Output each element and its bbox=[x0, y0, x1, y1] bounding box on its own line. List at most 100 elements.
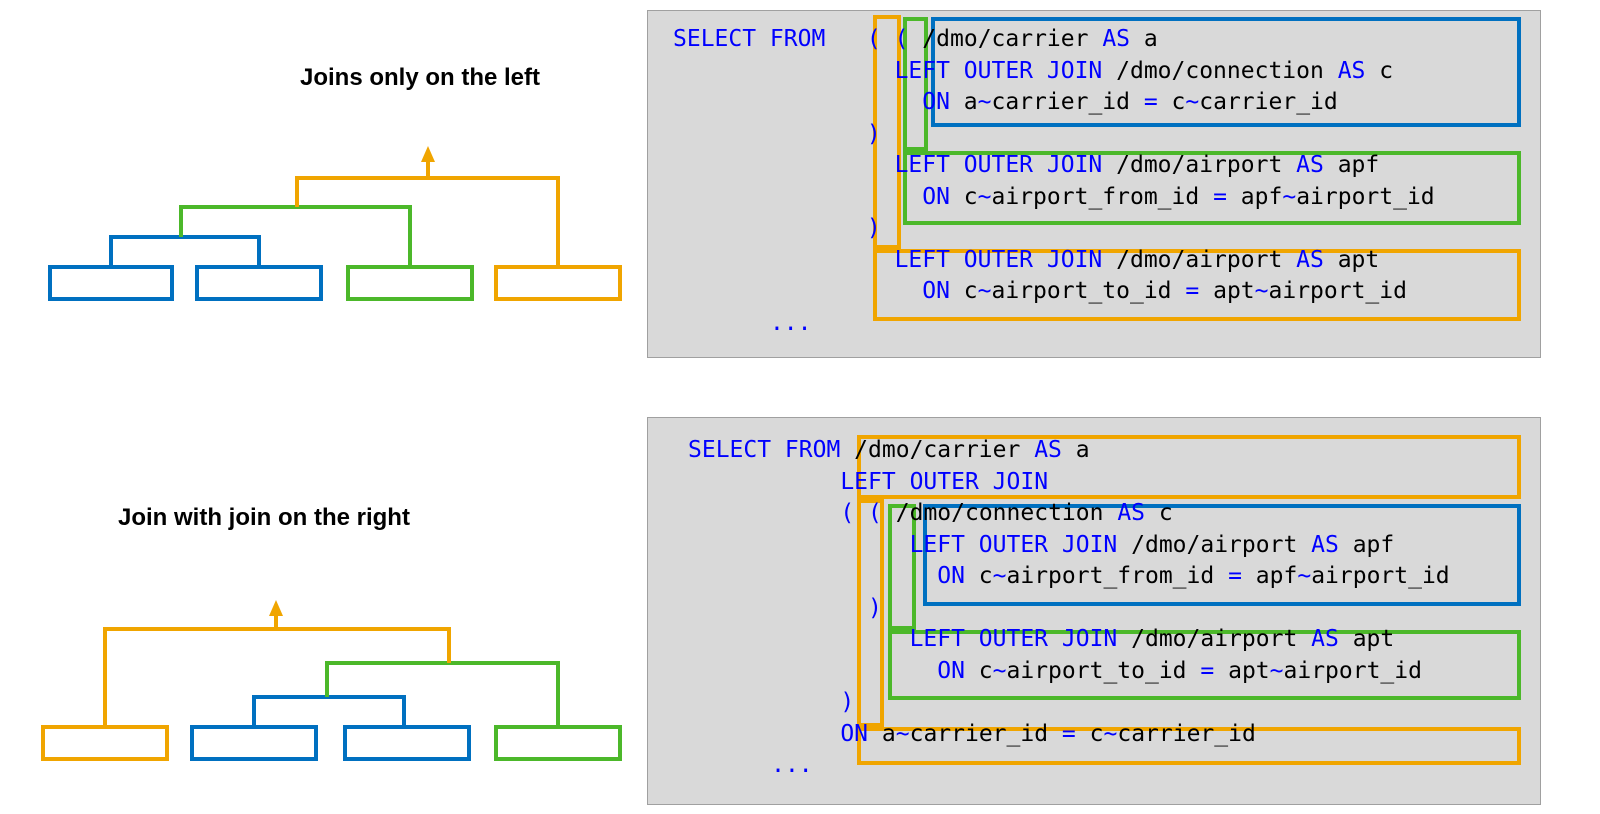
code-text bbox=[673, 121, 867, 147]
bracket-inner-green bbox=[903, 17, 928, 151]
code-text: airport_id bbox=[1296, 183, 1435, 210]
code-keyword: ) bbox=[866, 120, 881, 147]
code-operator: = bbox=[1185, 278, 1200, 304]
code-text bbox=[825, 26, 867, 52]
code-operator: = bbox=[1200, 657, 1215, 684]
tree-join-orange bbox=[295, 176, 560, 267]
code-text: apf bbox=[1226, 183, 1283, 210]
code-line: ON c~airport_to_id = apt~airport_id bbox=[673, 276, 1435, 308]
code-text: /dmo/carrier bbox=[908, 26, 1103, 52]
code-keyword: ... bbox=[771, 752, 813, 778]
tree-leaf-carrier bbox=[48, 265, 174, 301]
code-text: apf bbox=[1241, 563, 1298, 589]
code-text bbox=[688, 595, 868, 621]
code-operator: ~ bbox=[1297, 563, 1312, 589]
code-line: ) bbox=[673, 213, 1435, 245]
code-text: c bbox=[1157, 89, 1186, 115]
code-text: c bbox=[1145, 500, 1173, 526]
tree-leaf-airport-to bbox=[494, 725, 622, 761]
code-keyword: AS bbox=[1102, 26, 1131, 52]
code-text bbox=[688, 626, 910, 652]
code-text: c bbox=[964, 657, 993, 684]
tree-leaf-connection bbox=[195, 265, 323, 301]
code-text: c bbox=[964, 563, 993, 589]
code-line: LEFT OUTER JOIN /dmo/airport AS apf bbox=[673, 150, 1435, 182]
code-text: apt bbox=[1199, 278, 1255, 304]
code-keyword: ) bbox=[840, 689, 855, 715]
code-text: a bbox=[949, 89, 978, 115]
code-operator: = bbox=[1061, 720, 1076, 747]
code-text: airport_to_id bbox=[1006, 657, 1201, 684]
code-text: c bbox=[1075, 720, 1104, 747]
code-operator: ~ bbox=[895, 720, 910, 747]
code-text: apt bbox=[1214, 657, 1270, 684]
code-line: ON c~airport_to_id = apt~airport_id bbox=[688, 656, 1450, 688]
join-box-carrier-connection bbox=[931, 17, 1521, 127]
code-text: airport_from_id bbox=[991, 183, 1214, 210]
code-operator: ~ bbox=[1185, 89, 1200, 115]
code-text bbox=[673, 89, 922, 115]
code-text bbox=[673, 184, 922, 210]
code-keyword: LEFT OUTER JOIN bbox=[909, 531, 1118, 558]
code-text: c bbox=[949, 278, 978, 304]
code-text: a bbox=[1061, 437, 1090, 463]
code-text bbox=[688, 469, 840, 495]
code-keyword: ( bbox=[868, 500, 882, 526]
code-text bbox=[673, 278, 922, 304]
code-listing-left-joins: SELECT FROM ( ( /dmo/carrier AS a LEFT O… bbox=[673, 24, 1435, 339]
code-line: ... bbox=[673, 308, 1435, 340]
code-text: /dmo/connection bbox=[1102, 57, 1338, 84]
code-text: airport_to_id bbox=[991, 278, 1186, 304]
code-line: ( ( /dmo/connection AS c bbox=[688, 498, 1450, 530]
join-tree-left bbox=[48, 146, 622, 301]
tree-root-arrow-icon bbox=[269, 600, 283, 616]
code-keyword: ) bbox=[866, 215, 881, 241]
code-text: a bbox=[868, 720, 896, 747]
code-text: c bbox=[1365, 57, 1394, 84]
code-operator: = bbox=[1143, 89, 1158, 115]
code-operator: ~ bbox=[977, 183, 992, 210]
code-keyword: AS bbox=[1296, 152, 1324, 178]
code-line: ON a~carrier_id = c~carrier_id bbox=[673, 87, 1435, 119]
code-keyword: ( bbox=[866, 26, 881, 52]
code-text bbox=[688, 500, 840, 526]
code-text bbox=[688, 563, 937, 589]
code-line: ON c~airport_from_id = apf~airport_id bbox=[673, 182, 1435, 214]
bracket-outer-orange bbox=[873, 15, 901, 249]
code-line: LEFT OUTER JOIN /dmo/airport AS apt bbox=[673, 245, 1435, 277]
code-keyword: LEFT OUTER JOIN bbox=[894, 57, 1103, 84]
code-line: LEFT OUTER JOIN bbox=[688, 467, 1450, 499]
code-keyword: ( bbox=[840, 500, 855, 526]
code-keyword: SELECT FROM bbox=[673, 26, 826, 52]
code-text: airport_id bbox=[1283, 657, 1422, 684]
join-box-airport-to bbox=[873, 249, 1521, 321]
code-operator: ~ bbox=[1254, 278, 1269, 304]
code-text: apt bbox=[1323, 246, 1380, 273]
code-operator: ~ bbox=[977, 278, 992, 304]
tree-leaf-carrier bbox=[41, 725, 169, 761]
tree-join-blue bbox=[252, 695, 406, 727]
join-box-connection-airport-from bbox=[923, 504, 1521, 606]
code-text: apf bbox=[1338, 531, 1395, 558]
code-keyword: LEFT OUTER JOIN bbox=[894, 152, 1103, 178]
code-text: apt bbox=[1338, 626, 1395, 652]
code-operator: = bbox=[1228, 563, 1242, 589]
code-text bbox=[688, 689, 840, 715]
diagram-title-right-join: Join with join on the right bbox=[118, 504, 410, 531]
code-keyword: ... bbox=[769, 309, 812, 336]
code-keyword: AS bbox=[1311, 626, 1339, 652]
code-operator: ~ bbox=[1103, 720, 1118, 747]
code-text bbox=[881, 26, 895, 52]
code-text: carrier_id bbox=[1199, 89, 1338, 115]
join-tree-right bbox=[41, 600, 622, 761]
code-operator: ~ bbox=[1282, 183, 1297, 210]
code-line: ... bbox=[688, 750, 1450, 782]
code-line: ) bbox=[688, 687, 1450, 719]
code-keyword: SELECT FROM bbox=[688, 437, 841, 463]
code-keyword: ) bbox=[868, 594, 882, 621]
bracket-inner-green bbox=[888, 504, 916, 630]
code-text: airport_from_id bbox=[1006, 563, 1229, 589]
join-box-airport-to bbox=[888, 630, 1521, 700]
code-text: c bbox=[949, 183, 978, 210]
code-text bbox=[688, 752, 771, 778]
